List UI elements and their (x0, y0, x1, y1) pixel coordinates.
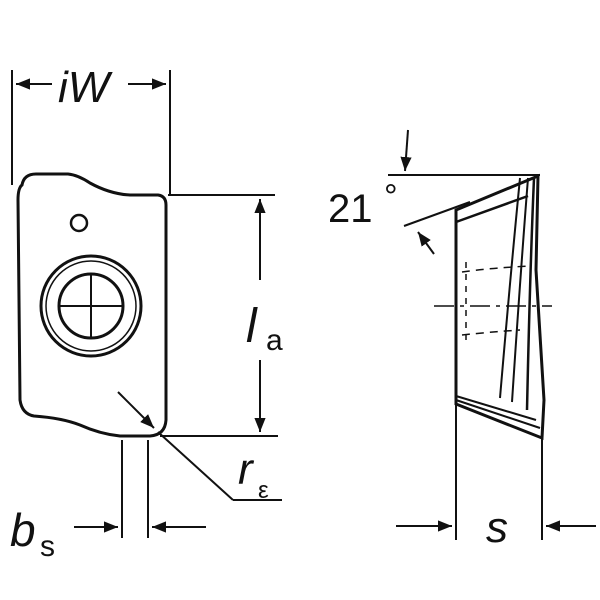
angle-value: 21 (328, 187, 373, 231)
la-label-sub: a (266, 324, 283, 357)
re-label-sub: ε (258, 477, 269, 504)
bs-label: b s (10, 504, 55, 563)
front-view (11, 70, 282, 538)
side-view (388, 129, 596, 540)
bs-dimension (74, 440, 206, 538)
bs-label-sub: s (40, 530, 55, 563)
re-leader (117, 391, 282, 501)
bs-label-main: b (10, 504, 36, 556)
screw-hole (39, 254, 143, 358)
la-label-main: l (246, 300, 258, 353)
side-profile (434, 173, 552, 441)
angle-unit: ° (384, 178, 398, 216)
re-label: r ε (238, 445, 269, 504)
re-label-main: r (238, 445, 255, 494)
s-label: s (486, 503, 508, 552)
iw-label: iW (58, 63, 113, 112)
angle-label: 21 ° (328, 178, 398, 231)
angle-dimension (388, 129, 540, 255)
small-hole (69, 213, 89, 233)
insert-outline (16, 172, 168, 438)
s-dimension (396, 404, 596, 540)
la-dimension (160, 194, 278, 437)
la-label: l a (246, 300, 283, 357)
iw-dimension (11, 70, 171, 195)
